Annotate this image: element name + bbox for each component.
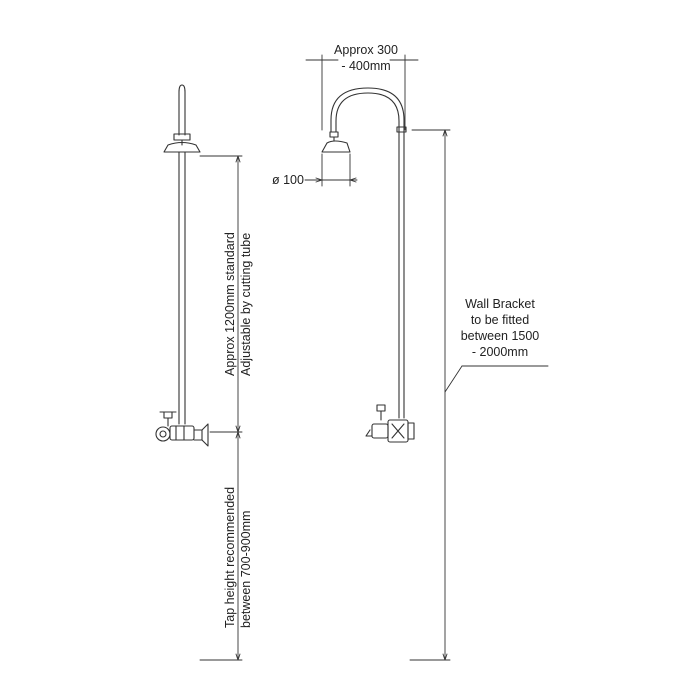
bracket-line3: between 1500 (460, 329, 540, 343)
arm-reach-line2: - 400mm (341, 59, 391, 73)
riser-length-label: Approx 1200mm standard Adjustable by cut… (222, 232, 254, 376)
riser-line1: Approx 1200mm standard (223, 232, 237, 376)
side-view-shower (155, 84, 209, 447)
bracket-line1: Wall Bracket (465, 297, 535, 311)
bracket-line4: - 2000mm (471, 345, 529, 359)
arm-reach-dimension (305, 54, 419, 131)
riser-dimension (199, 155, 243, 433)
bracket-line2: to be fitted (470, 313, 530, 327)
arm-reach-label: Approx 300 - 400mm (326, 42, 406, 74)
tap-height-label: Tap height recommended between 700-900mm (222, 487, 254, 628)
rose-diameter-dimension (304, 153, 358, 187)
front-view-shower (321, 87, 415, 443)
riser-line2: Adjustable by cutting tube (239, 232, 253, 376)
arm-reach-line1: Approx 300 (334, 43, 398, 57)
tap-line1: Tap height recommended (223, 486, 237, 628)
overall-height-dimension (409, 129, 549, 661)
tap-line2: between 700-900mm (239, 510, 253, 628)
rose-diameter-label: ø 100 (272, 173, 304, 187)
wall-bracket-label: Wall Bracket to be fitted between 1500 -… (452, 296, 548, 360)
tap-height-dimension (199, 431, 243, 661)
